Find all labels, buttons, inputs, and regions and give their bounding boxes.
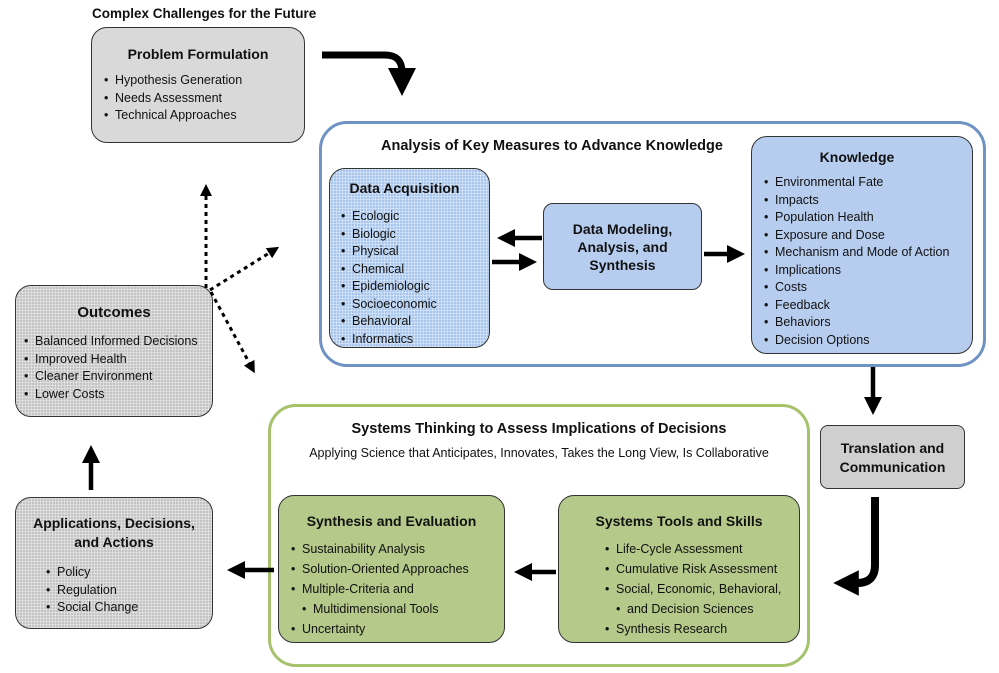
tools-skills-list: Life-Cycle Assessment Cumulative Risk As…: [605, 539, 799, 639]
list-item: Multiple-Criteria and: [291, 579, 504, 599]
list-item: Chemical: [341, 261, 489, 279]
data-modeling-title-line: Synthesis: [589, 257, 656, 273]
systems-thinking-subtitle: Applying Science that Anticipates, Innov…: [309, 446, 769, 460]
list-item: Lower Costs: [24, 386, 212, 404]
list-item: Sustainability Analysis: [291, 539, 504, 559]
list-item: Epidemiologic: [341, 278, 489, 296]
list-item: Decision Options: [764, 332, 972, 350]
applications-list: Policy Regulation Social Change: [46, 564, 212, 617]
diagram-header: Complex Challenges for the Future: [92, 6, 317, 21]
data-modeling-title-line: Analysis, and: [577, 239, 668, 255]
list-item: Informatics: [341, 331, 489, 349]
list-item: Physical: [341, 243, 489, 261]
list-item: Technical Approaches: [104, 107, 304, 125]
list-item: Improved Health: [24, 351, 212, 369]
list-item: Behaviors: [764, 314, 972, 332]
translation-title-line: Translation and: [840, 440, 945, 456]
applications-title-line: and Actions: [74, 534, 154, 550]
data-modeling-box: Data Modeling, Analysis, and Synthesis: [543, 203, 702, 290]
outcomes-box: Outcomes Balanced Informed Decisions Imp…: [15, 285, 213, 417]
outcomes-title: Outcomes: [77, 304, 151, 321]
tools-skills-box: Systems Tools and Skills Life-Cycle Asse…: [558, 495, 800, 643]
translation-title: Translation and Communication: [821, 439, 964, 477]
list-item: Policy: [46, 564, 212, 582]
data-acquisition-list: Ecologic Biologic Physical Chemical Epid…: [341, 208, 489, 348]
list-item: Biologic: [341, 226, 489, 244]
list-item: Socioeconomic: [341, 296, 489, 314]
list-item: and Decision Sciences: [605, 599, 799, 619]
synthesis-evaluation-box: Synthesis and Evaluation Sustainability …: [278, 495, 505, 643]
analysis-title: Analysis of Key Measures to Advance Know…: [381, 138, 723, 154]
list-item: Social, Economic, Behavioral,: [605, 579, 799, 599]
list-item: Cumulative Risk Assessment: [605, 559, 799, 579]
arrow-problem-to-analysis: [322, 51, 416, 96]
list-item: Feedback: [764, 297, 972, 315]
list-item: Mechanism and Mode of Action: [764, 244, 972, 262]
data-modeling-title: Data Modeling, Analysis, and Synthesis: [544, 220, 701, 274]
synthesis-evaluation-title: Synthesis and Evaluation: [306, 513, 477, 529]
dotted-arrow-to-systems: [209, 291, 255, 374]
list-item: Regulation: [46, 582, 212, 600]
list-item: Environmental Fate: [764, 174, 972, 192]
list-item: Uncertainty: [291, 619, 504, 639]
data-acquisition-title: Data Acquisition: [349, 180, 460, 196]
list-item: Life-Cycle Assessment: [605, 539, 799, 559]
outcomes-list: Balanced Informed Decisions Improved Hea…: [24, 333, 212, 403]
translation-title-line: Communication: [839, 459, 946, 475]
applications-title-line: Applications, Decisions,: [33, 515, 195, 531]
list-item: Hypothesis Generation: [104, 72, 304, 90]
list-item: Solution-Oriented Approaches: [291, 559, 504, 579]
data-acquisition-box: Data Acquisition Ecologic Biologic Physi…: [329, 168, 490, 348]
problem-formulation-box: Problem Formulation Hypothesis Generatio…: [91, 27, 305, 143]
applications-title: Applications, Decisions, and Actions: [16, 514, 212, 552]
systems-thinking-title: Systems Thinking to Assess Implications …: [351, 421, 727, 437]
list-item: Needs Assessment: [104, 90, 304, 108]
list-item: Balanced Informed Decisions: [24, 333, 212, 351]
knowledge-title: Knowledge: [819, 149, 895, 165]
synthesis-evaluation-list: Sustainability Analysis Solution-Oriente…: [291, 539, 504, 639]
tools-skills-title: Systems Tools and Skills: [595, 513, 763, 529]
list-item: Exposure and Dose: [764, 227, 972, 245]
list-item: Synthesis Research: [605, 619, 799, 639]
arrow-translation-to-tools: [833, 497, 879, 596]
list-item: Social Change: [46, 599, 212, 617]
knowledge-box: Knowledge Environmental Fate Impacts Pop…: [751, 136, 973, 354]
applications-box: Applications, Decisions, and Actions Pol…: [15, 497, 213, 629]
list-item: Cleaner Environment: [24, 368, 212, 386]
list-item: Implications: [764, 262, 972, 280]
list-item: Multidimensional Tools: [291, 599, 504, 619]
knowledge-list: Environmental Fate Impacts Population He…: [764, 174, 972, 349]
list-item: Behavioral: [341, 313, 489, 331]
list-item: Population Health: [764, 209, 972, 227]
translation-box: Translation and Communication: [820, 425, 965, 489]
list-item: Ecologic: [341, 208, 489, 226]
data-modeling-title-line: Data Modeling,: [572, 221, 673, 237]
list-item: Costs: [764, 279, 972, 297]
dotted-arrow-to-analysis: [209, 246, 280, 292]
problem-formulation-list: Hypothesis Generation Needs Assessment T…: [104, 72, 304, 125]
problem-formulation-title: Problem Formulation: [127, 46, 269, 62]
list-item: Impacts: [764, 192, 972, 210]
